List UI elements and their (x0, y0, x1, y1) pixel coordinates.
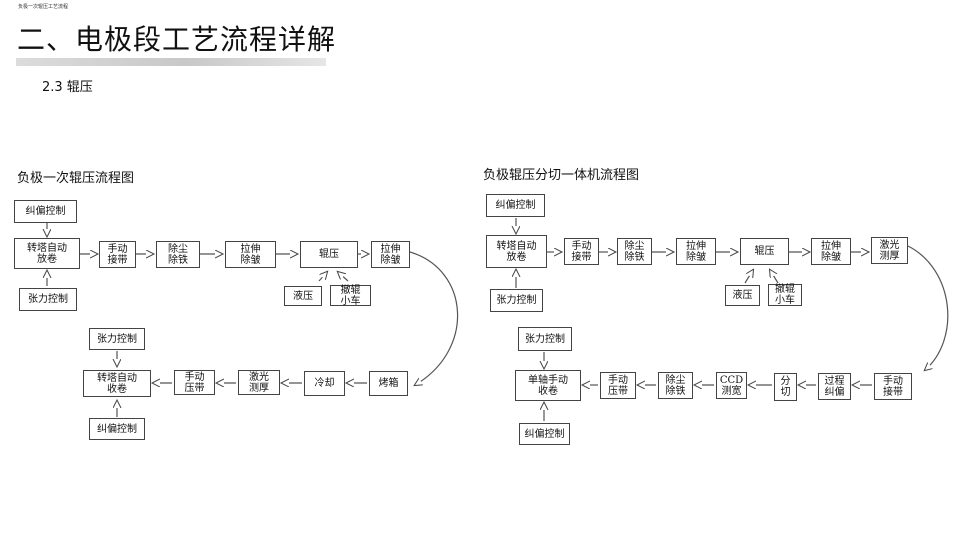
diagram2-title: 负极辊压分切一体机流程图 (483, 168, 640, 183)
d1-node-stretch2: 拉伸 除皱 (371, 241, 410, 268)
d1-arrow-cart-roll (338, 272, 349, 282)
d2-node-roll: 辊压 (740, 238, 789, 265)
d2-arrow-hydraulic-roll (744, 270, 753, 284)
d2-node-unwind: 转塔自动 放卷 (486, 235, 547, 268)
d2-node-ccd: CCD 测宽 (716, 372, 747, 399)
d2-node-splice2: 手动 接带 (874, 373, 912, 400)
d1-node-hydraulic: 液压 (284, 286, 322, 306)
d1-node-cool: 冷却 (304, 371, 345, 396)
d1-node-unwind: 转塔自动 放卷 (14, 238, 80, 269)
d2-node-dust: 除尘 除铁 (617, 238, 652, 265)
page-title: 二、电极段工艺流程详解 (17, 23, 337, 56)
d1-node-zhangli-bottom: 张力控制 (19, 288, 77, 311)
d2-node-stretch1: 拉伸 除皱 (676, 238, 716, 265)
d1-node-stretch1: 拉伸 除皱 (225, 241, 276, 268)
diagram1-title: 负极一次辊压流程图 (17, 171, 135, 186)
d2-arrow-cart-roll (770, 270, 779, 284)
d2-node-hydraulic: 液压 (725, 285, 760, 306)
d2-node-zhangli-top: 张力控制 (518, 327, 572, 351)
d1-node-roll: 辊压 (300, 241, 358, 268)
d2-node-laser: 激光 测厚 (871, 237, 908, 264)
d2-node-process-correct: 过程 纠偏 (818, 373, 851, 400)
d2-node-dust2: 除尘 除铁 (658, 372, 693, 399)
d1-node-dust: 除尘 除铁 (156, 241, 200, 268)
d2-node-zhangli-bottom: 张力控制 (490, 289, 543, 312)
d1-node-splice: 手动 接带 (99, 241, 136, 268)
d2-node-jiupian-top: 纠偏控制 (486, 194, 545, 217)
d2-return-curve (907, 245, 949, 370)
d1-node-zhangli-top: 张力控制 (89, 328, 145, 350)
d1-node-jiupian-bottom: 纠偏控制 (89, 418, 145, 440)
d2-node-rewind: 单轴手动 收卷 (515, 370, 581, 401)
d2-node-splice: 手动 接带 (564, 238, 599, 265)
d2-node-jiupian-bottom: 纠偏控制 (519, 423, 570, 445)
d1-node-rewind: 转塔自动 收卷 (83, 370, 151, 397)
d1-return-curve (409, 251, 459, 385)
title-underline-bar (16, 58, 326, 66)
d2-node-stretch2: 拉伸 除皱 (811, 238, 851, 265)
d2-node-cart: 撤辊 小车 (768, 284, 802, 306)
d1-node-jiupian-top: 纠偏控制 (14, 200, 77, 223)
d2-node-press: 手动 压带 (600, 372, 636, 399)
d1-node-cart: 撤辊 小车 (330, 285, 371, 307)
d1-node-press: 手动 压带 (174, 370, 215, 395)
slide-small-title: 负极一次辊压工艺流程 (18, 4, 69, 10)
d1-node-bake: 烤箱 (369, 371, 408, 396)
d2-node-slit: 分 切 (774, 373, 797, 401)
section-heading: 2.3 辊压 (42, 80, 93, 95)
d1-arrow-hydraulic-roll (318, 272, 327, 282)
d1-node-laser: 激光 测厚 (238, 370, 280, 395)
